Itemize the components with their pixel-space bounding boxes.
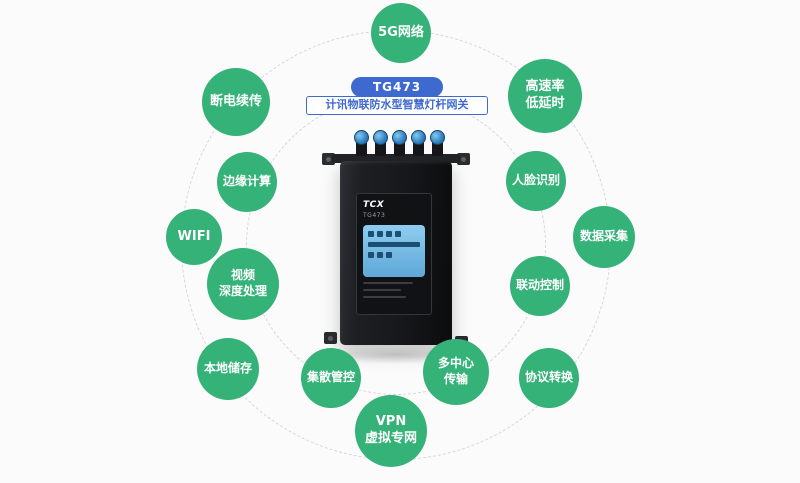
feature-bubble-power-off-resume: 断电续传 (202, 68, 270, 136)
feature-bubble-edge-computing: 边缘计算 (217, 152, 277, 212)
mounting-ear (457, 153, 470, 165)
screw-icon (328, 336, 333, 341)
label-text-line (363, 289, 402, 291)
feature-bubble-local-storage: 本地储存 (197, 338, 259, 400)
feature-bubble-face-recognition: 人脸识别 (506, 151, 566, 211)
label-text-line (363, 282, 413, 284)
screw-icon (461, 157, 466, 162)
model-badge: TG473 (351, 77, 443, 97)
feature-bubble-wifi: WIFI (166, 209, 222, 265)
gateway-device-image: TCX TG473 (320, 128, 472, 368)
mounting-ear (324, 332, 337, 344)
mounting-ear (322, 153, 335, 165)
antenna-connector-icon (373, 130, 388, 156)
feature-bubble-data-collection: 数据采集 (573, 206, 635, 268)
brand-logo: TCX (363, 200, 385, 210)
feature-bubble-centralized-control: 集散管控 (301, 348, 361, 408)
label-text-line (363, 296, 407, 298)
product-name-label: 计讯物联防水型智慧灯杆网关 (306, 96, 488, 115)
screw-icon (326, 157, 331, 162)
mounting-flange (332, 154, 460, 163)
antenna-connector-icon (392, 130, 407, 156)
feature-bubble-multi-center-transmission: 多中心 传输 (423, 339, 489, 405)
device-body: TCX TG473 (340, 161, 452, 345)
antenna-connector-row (354, 130, 445, 156)
feature-bubble-protocol-conversion: 协议转换 (519, 348, 579, 408)
feature-bubble-linkage-control: 联动控制 (510, 256, 570, 316)
feature-bubble-vpn-private-network: VPN 虚拟专网 (355, 395, 427, 467)
feature-bubble-video-deep-processing: 视频 深度处理 (207, 248, 279, 320)
antenna-connector-icon (411, 130, 426, 156)
antenna-connector-icon (430, 130, 445, 156)
antenna-connector-icon (354, 130, 369, 156)
label-spec-panel (363, 225, 425, 277)
feature-bubble-high-speed-low-latency: 高速率 低延时 (508, 59, 582, 133)
device-front-label: TCX TG473 (356, 193, 432, 315)
feature-bubble-5g-network: 5G网络 (371, 3, 431, 63)
device-model-text: TG473 (363, 212, 386, 219)
